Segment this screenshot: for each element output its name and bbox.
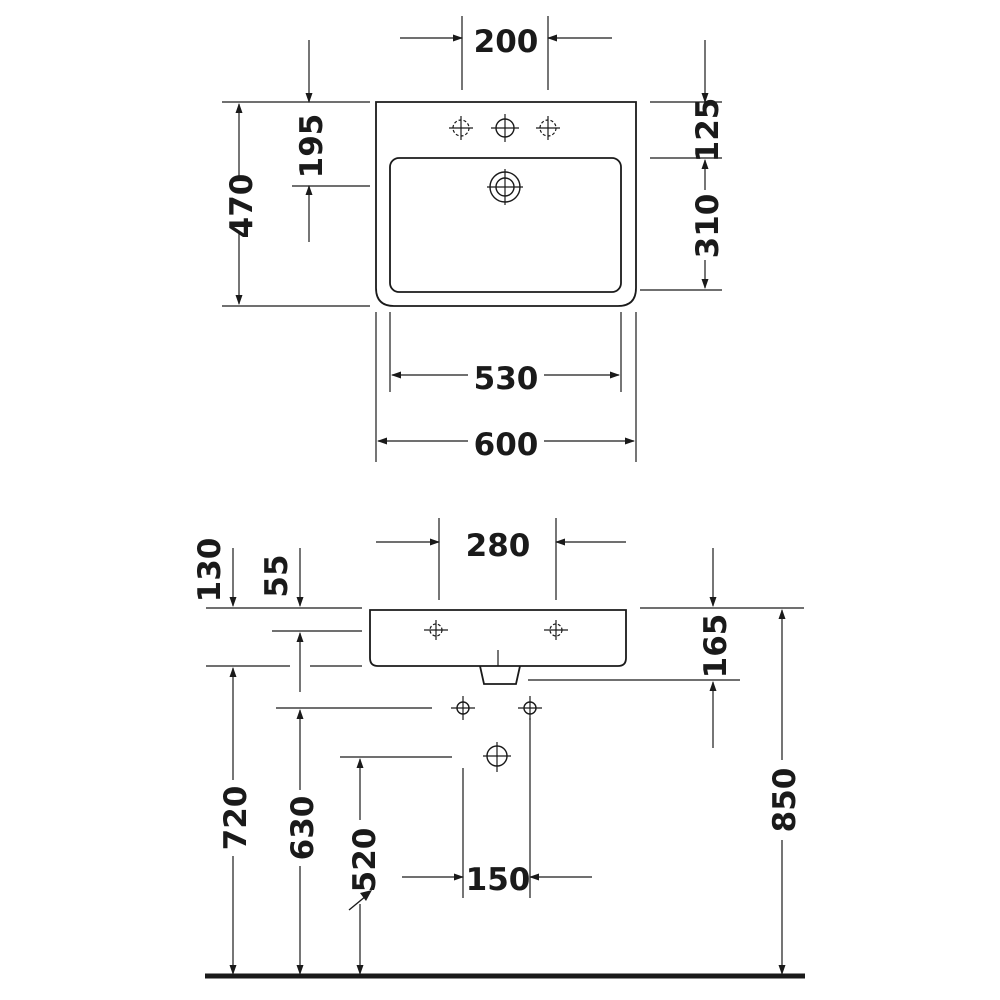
- dim-overall-depth: 470: [222, 101, 370, 307]
- front-view: 280 130 55 165 850: [192, 518, 805, 979]
- dim-tap-to-bowl: 195: [292, 40, 370, 242]
- top-view: 200 470 195 125 310: [222, 16, 726, 463]
- label-720: 720: [218, 786, 254, 851]
- label-630: 630: [285, 796, 321, 861]
- dim-bowl-width: 530: [389, 312, 622, 397]
- tap-hole-right-icon: [536, 116, 560, 140]
- waste-outlet: [479, 665, 521, 685]
- drain-icon: [487, 169, 523, 205]
- dim-rim-offset: 130: [192, 538, 362, 609]
- dim-basin-height: 165: [528, 548, 804, 748]
- dim-supply-height: 630: [276, 707, 432, 975]
- dim-bowl-depth: 310: [690, 159, 726, 289]
- label-520: 520: [347, 828, 383, 893]
- label-55: 55: [259, 554, 295, 597]
- waste-point-icon: [483, 742, 511, 772]
- bowl-outline: [389, 157, 622, 293]
- label-200: 200: [474, 24, 539, 60]
- supply-right-icon: [518, 696, 542, 720]
- label-195: 195: [294, 114, 330, 179]
- tap-hole-front-left-icon: [424, 620, 448, 640]
- tap-hole-front-right-icon: [544, 620, 568, 640]
- label-125: 125: [690, 98, 726, 163]
- dim-overall-width: 600: [375, 312, 637, 463]
- label-165: 165: [698, 614, 734, 679]
- basin-outline: [375, 101, 637, 307]
- dim-rim-thickness: 55: [259, 548, 362, 692]
- dim-supply-spacing: 150: [402, 718, 592, 898]
- label-470: 470: [224, 174, 260, 239]
- label-280: 280: [466, 528, 531, 564]
- tap-hole-left-icon: [449, 116, 473, 140]
- label-850: 850: [767, 768, 803, 833]
- dim-rim-height: 850: [767, 609, 803, 975]
- tap-hole-center-icon: [491, 114, 519, 142]
- basin-front-outline: [369, 609, 627, 667]
- label-530: 530: [474, 361, 539, 397]
- dim-back-to-tap: 125: [640, 40, 726, 291]
- supply-left-icon: [451, 696, 475, 720]
- label-310: 310: [690, 194, 726, 259]
- label-150: 150: [466, 862, 531, 898]
- label-600: 600: [474, 427, 539, 463]
- dim-tap-spacing-top: 200: [400, 16, 612, 90]
- dim-supply-height-high: 720: [206, 665, 362, 975]
- dim-waste-height: 520: [340, 756, 452, 975]
- diagonal-pointer-icon: [360, 890, 372, 901]
- dim-tap-spacing-front: 280: [376, 518, 626, 600]
- label-130: 130: [192, 538, 228, 603]
